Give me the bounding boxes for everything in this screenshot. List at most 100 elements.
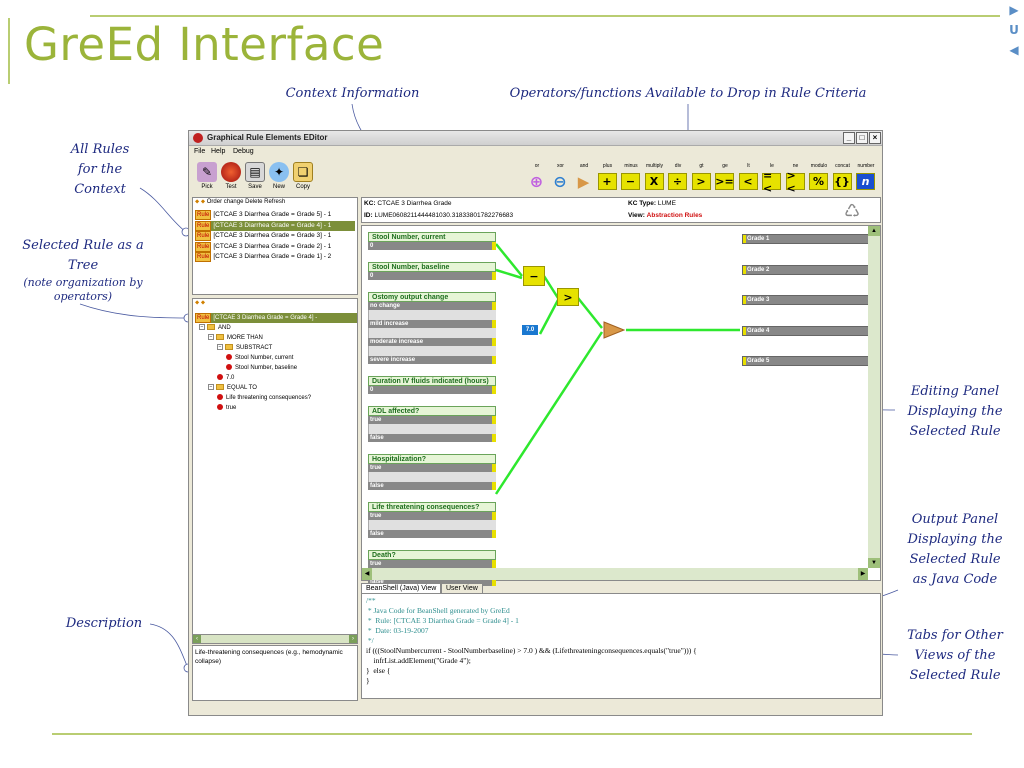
operator-multiply-button[interactable]: X [644, 173, 664, 190]
operator-or-button[interactable]: ⊕ [529, 172, 544, 191]
menu-file[interactable]: File [194, 148, 206, 155]
operator-lt-button[interactable]: < [738, 173, 758, 190]
menu-help[interactable]: Help [211, 148, 226, 155]
menu-debug[interactable]: Debug [233, 148, 254, 155]
rule-list-item[interactable]: Rule[CTCAE 3 Diarrhea Grade = Grade 3] -… [195, 231, 355, 241]
tree-down-icon[interactable]: ⬥ [200, 300, 206, 306]
maximize-button[interactable]: □ [856, 132, 868, 144]
operator-div-button[interactable]: ÷ [668, 173, 687, 190]
tree-node[interactable]: true [217, 403, 236, 413]
tree-node[interactable]: 7.0 [217, 373, 234, 383]
tree-up-icon[interactable]: ⬥ [195, 300, 200, 306]
refresh-button[interactable]: Refresh [264, 199, 286, 205]
criterion-option[interactable]: false [368, 578, 496, 586]
criterion-option[interactable]: 0 [368, 386, 496, 394]
horizontal-scrollbar[interactable]: ◀ ▶ [362, 568, 868, 580]
criterion-option[interactable]: moderate increase [368, 338, 496, 346]
rule-list-item[interactable]: Rule[CTCAE 3 Diarrhea Grade = Grade 2] -… [195, 241, 355, 252]
tree-node[interactable]: Stool Number, current [226, 353, 293, 363]
criterion-option[interactable]: no change [368, 302, 496, 310]
operator-xor-button[interactable]: ⊖ [553, 172, 567, 191]
copy-button[interactable]: ❏ Copy [290, 162, 316, 194]
grade-output-5[interactable]: Grade 5 [742, 356, 869, 366]
criterion-option[interactable]: 0 [368, 242, 496, 250]
criterion-option[interactable]: false [368, 482, 496, 490]
scroll-down-icon[interactable]: ▼ [868, 558, 880, 568]
operator-ge-button[interactable]: >= [715, 173, 734, 190]
criterion-option[interactable]: true [368, 560, 496, 568]
minus-operator-node[interactable]: − [523, 266, 545, 286]
grade-output-1[interactable]: Grade 1 [742, 234, 869, 244]
new-button[interactable]: ✦ New [266, 162, 292, 194]
minimize-button[interactable]: _ [843, 132, 855, 144]
pick-button[interactable]: ✎ Pick [194, 162, 220, 194]
criterion-option[interactable]: false [368, 530, 496, 538]
tab-beanshell-view[interactable]: BeanShell (Java) View [361, 583, 442, 595]
operator-and-button[interactable]: ▶ [577, 172, 590, 191]
move-up-icon[interactable]: ⬥ [195, 199, 200, 205]
tree-root[interactable]: Rule[CTCAE 3 Diarrhea Grade = Grade 4] - [195, 313, 357, 323]
criterion-option[interactable]: true [368, 416, 496, 424]
gt-operator-node[interactable]: > [557, 288, 579, 306]
grade-output-3[interactable]: Grade 3 [742, 295, 869, 305]
delete-button[interactable]: Delete [245, 199, 263, 205]
operator-ne-button[interactable]: >< [785, 169, 805, 195]
collapse-icon[interactable]: − [208, 384, 214, 391]
criterion-option[interactable]: severe increase [368, 356, 496, 364]
collapse-icon[interactable]: − [208, 334, 214, 341]
collapse-icon[interactable]: − [199, 324, 205, 331]
rule-list-item[interactable]: Rule[CTCAE 3 Diarrhea Grade = Grade 1] -… [195, 252, 355, 262]
description-scrollbar[interactable]: ‹ › [192, 634, 358, 644]
leader-tree [79, 303, 189, 319]
operator-number-button[interactable]: n [856, 173, 875, 190]
operator-plus-button[interactable]: + [597, 173, 617, 190]
tree-node[interactable]: Stool Number, baseline [226, 363, 297, 373]
scroll-right-icon[interactable]: › [349, 635, 357, 643]
criterion-option[interactable]: true [368, 464, 496, 472]
criterion-block[interactable]: Duration IV fluids indicated (hours)0 [368, 376, 496, 394]
tree-node[interactable]: −AND [199, 323, 231, 333]
operator-le-button[interactable]: =< [762, 169, 781, 195]
operator-minus-button[interactable]: − [621, 173, 640, 190]
operator-gt-button[interactable]: > [691, 173, 711, 190]
return-icon[interactable]: U [1009, 23, 1019, 37]
scroll-left-icon[interactable]: ◀ [362, 568, 372, 580]
constant-node[interactable]: 7.0 [522, 325, 538, 335]
tree-node[interactable]: −MORE THAN [208, 333, 263, 343]
collapse-icon[interactable]: − [217, 344, 223, 351]
vertical-scrollbar[interactable]: ▲ ▼ [868, 226, 880, 568]
window-titlebar[interactable]: Graphical Rule Elements EDitor _ □ × [189, 131, 882, 146]
criterion-option[interactable]: 0 [368, 272, 496, 280]
tree-node[interactable]: −SUBSTRACT [217, 343, 272, 353]
grade-output-4[interactable]: Grade 4 [742, 325, 869, 336]
test-button[interactable]: Test [218, 162, 244, 194]
criterion-option[interactable]: true [368, 512, 496, 520]
save-button[interactable]: ▤ Save [242, 162, 268, 194]
criterion-option[interactable]: mild increase [368, 320, 496, 328]
scroll-left-icon[interactable]: ‹ [193, 635, 201, 643]
recycle-icon[interactable]: ♺ [844, 201, 861, 221]
close-button[interactable]: × [869, 132, 881, 144]
rule-list-item[interactable]: Rule[CTCAE 3 Diarrhea Grade = Grade 5] -… [195, 210, 355, 220]
tree-node[interactable]: −EQUAL TO [208, 383, 257, 393]
operator-concat-button[interactable]: {} [832, 173, 852, 190]
and-operator-node[interactable] [602, 320, 626, 340]
operator-modulo-button[interactable]: % [809, 173, 828, 190]
grade-output-2[interactable]: Grade 2 [742, 264, 869, 275]
tab-user-view[interactable]: User View [441, 583, 483, 595]
move-down-icon[interactable]: ⬥ [200, 199, 206, 205]
rule-list-item[interactable]: Rule[CTCAE 3 Diarrhea Grade = Grade 4] -… [195, 220, 355, 231]
order-change-button[interactable]: Order change [206, 199, 244, 205]
scroll-right-icon[interactable]: ▶ [858, 568, 868, 580]
prev-slide-icon[interactable]: ◀ [1009, 43, 1019, 57]
scroll-up-icon[interactable]: ▲ [868, 226, 880, 236]
tree-node[interactable]: Life threatening consequences? [217, 393, 311, 403]
criterion-option[interactable]: false [368, 434, 496, 442]
next-slide-icon[interactable]: ▶ [1009, 3, 1019, 17]
